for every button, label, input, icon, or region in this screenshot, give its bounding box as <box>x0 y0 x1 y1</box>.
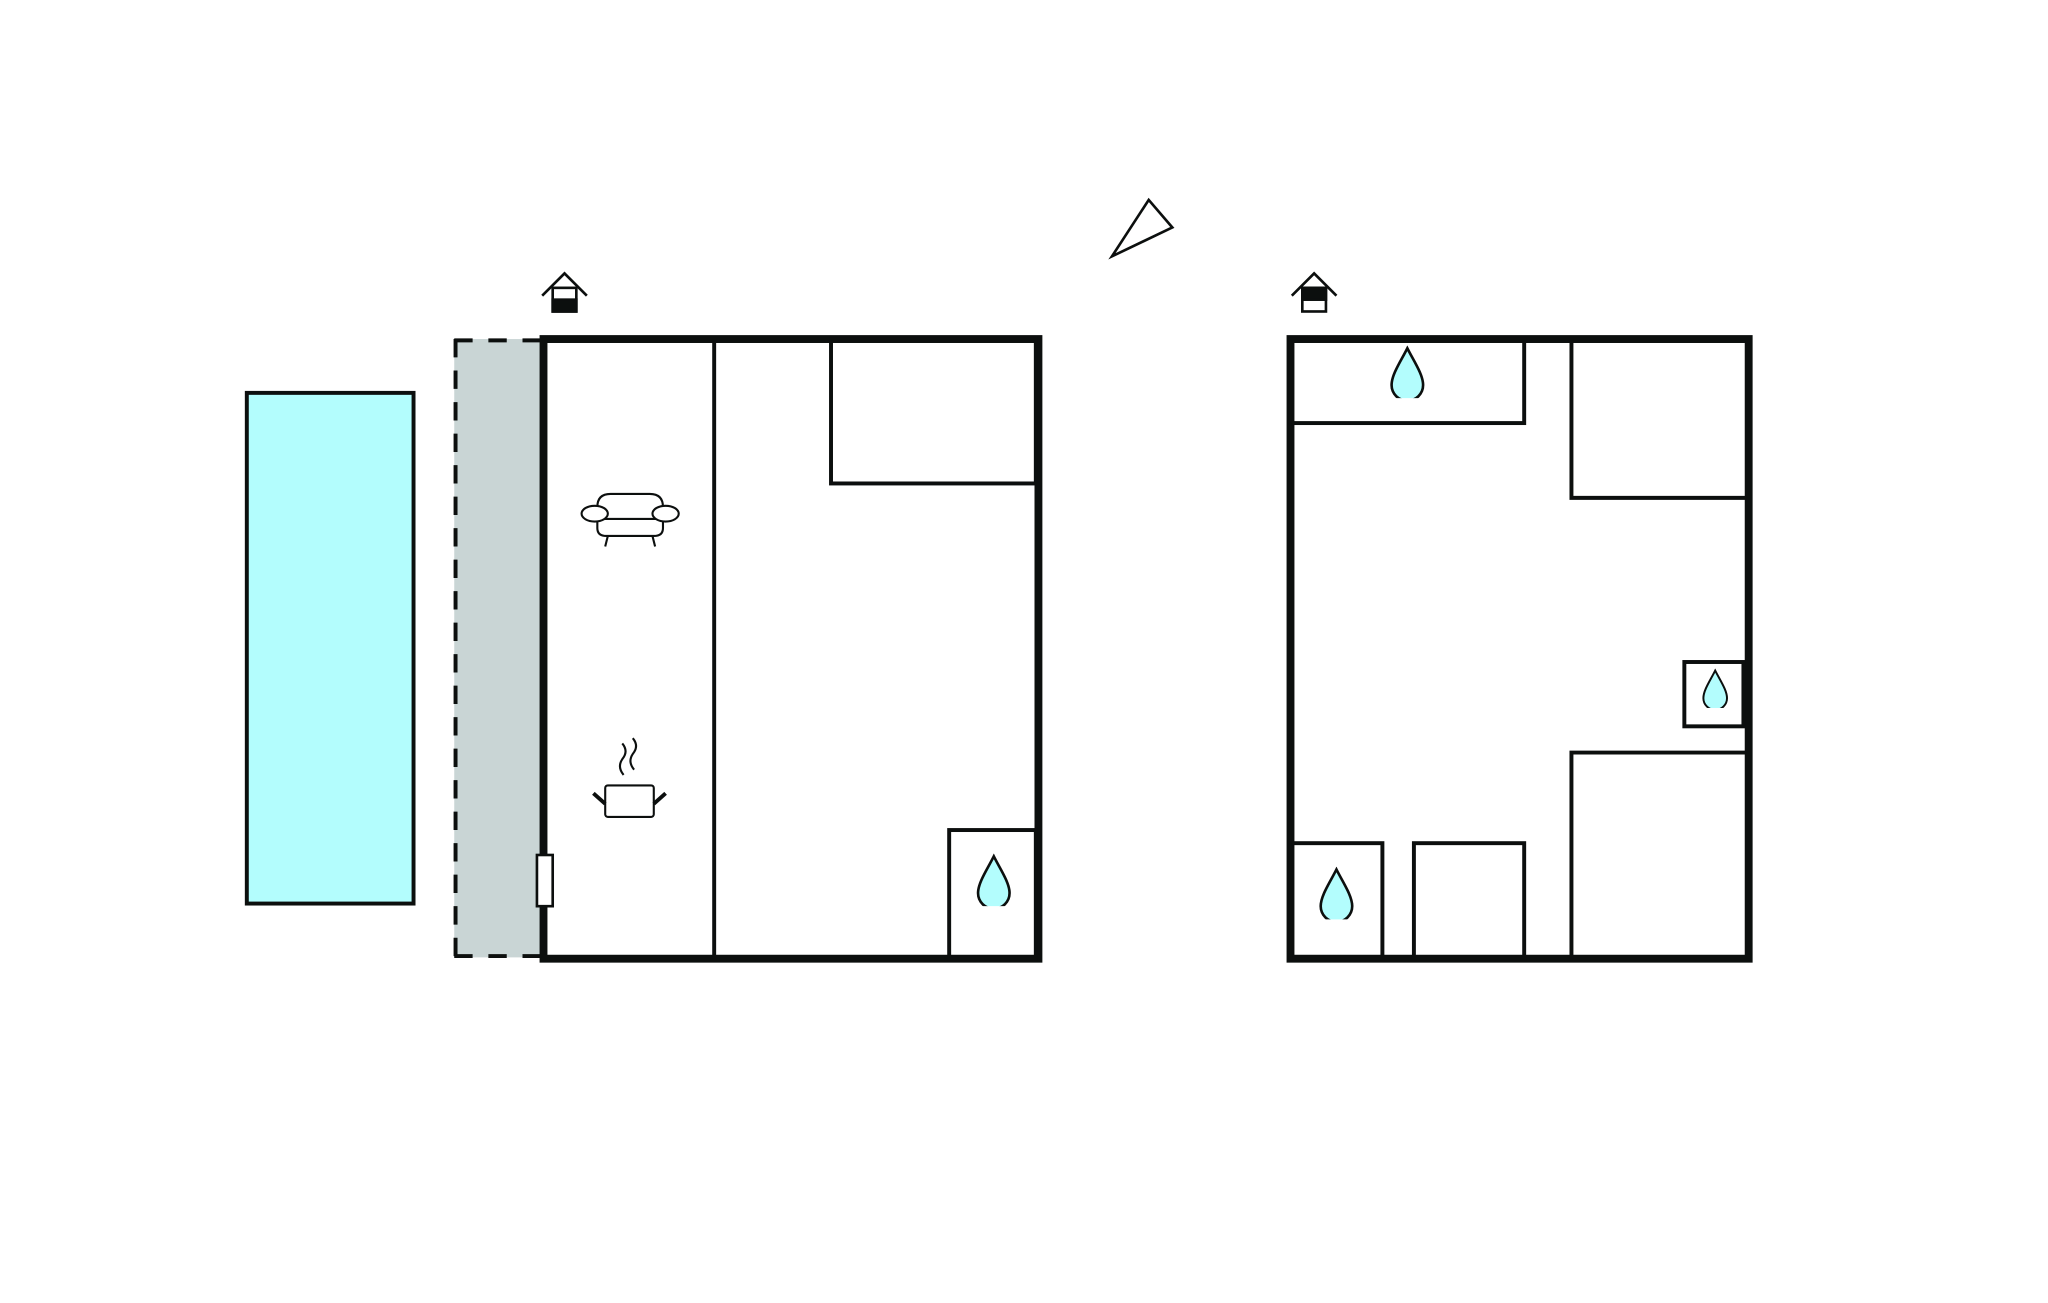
room-bedroom-bottom-right <box>1569 750 1747 959</box>
first-floor-plan <box>1286 335 1753 963</box>
house-ground-floor-icon <box>541 271 588 313</box>
house-first-floor-icon <box>1290 271 1338 313</box>
room-bedroom-top-right <box>1569 339 1747 500</box>
room-bathroom <box>947 828 1038 961</box>
ground-floor-plan <box>535 335 1043 963</box>
entrance-door <box>535 853 555 908</box>
water-drop-icon <box>1390 346 1425 399</box>
north-arrow-icon <box>1108 197 1175 260</box>
terrace <box>453 338 543 959</box>
sofa-icon <box>580 492 680 547</box>
room-bathroom-bottom-left <box>1288 841 1385 961</box>
water-drop-icon <box>976 854 1011 907</box>
room-storage <box>1411 841 1527 961</box>
ground-floor-outer-wall <box>539 335 1043 963</box>
pool <box>244 390 416 906</box>
water-drop-icon <box>1702 669 1728 708</box>
room-bedroom <box>829 337 1038 486</box>
first-floor-outer-wall <box>1286 335 1753 963</box>
cooking-pot-icon <box>592 737 667 818</box>
room-bathroom-top <box>1288 337 1527 426</box>
water-drop-icon <box>1319 868 1354 920</box>
room-bathroom-small <box>1682 660 1746 729</box>
